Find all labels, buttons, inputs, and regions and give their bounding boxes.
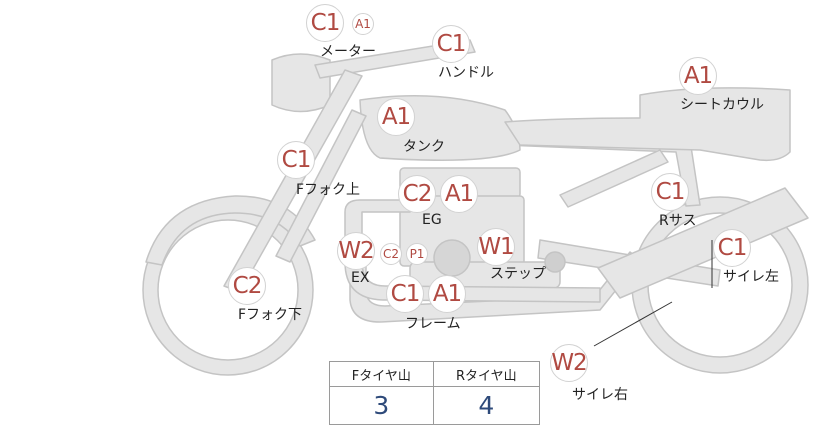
front-fork-rear [275,109,367,263]
seatcowl-a1-badge: A1 [679,57,717,95]
meter-c1-badge: C1 [306,4,344,42]
ex-w2-badge: W2 [337,232,375,270]
step-peg [544,251,566,273]
tank-a1-badge: A1 [377,98,415,136]
rear-tire-header: Rタイヤ山 [432,361,541,387]
frame-c1-badge: C1 [386,275,424,313]
ex-c2-badge: C2 [380,243,402,265]
meter-label: メーター [320,44,376,60]
table-value-row: 3 4 [329,386,541,425]
engine-cover [433,239,471,277]
headlight [271,53,331,113]
exhaust-pipe [344,199,601,303]
front-tire-value: 3 [329,386,434,425]
rear-frame-strut [559,149,669,208]
tire-tread-table: Fタイヤ山 Rタイヤ山 3 4 [329,361,541,425]
handle-label: ハンドル [438,65,494,81]
eg-c2-badge: C2 [398,175,436,213]
ex-label: EX [351,270,370,286]
ex-p1-badge: P1 [406,243,428,265]
leader-muffler-right [593,301,673,347]
rear-tire-value: 4 [432,386,541,425]
table-header-row: Fタイヤ山 Rタイヤ山 [329,361,541,387]
handle-c1-badge: C1 [432,25,470,63]
tank-label: タンク [403,139,445,155]
ffork-upper-label: Fフォク上 [296,182,361,198]
eg-label: EG [422,212,442,228]
muffler-left-c1-badge: C1 [713,229,751,267]
muffler-left-label: サイレ左 [723,269,779,285]
front-tire-header: Fタイヤ山 [329,361,434,387]
step-label: ステップ [490,266,546,282]
seatcowl-label: シートカウル [680,97,764,113]
ffork-upper-c1-badge: C1 [277,141,315,179]
frame-label: フレーム [405,316,461,332]
muffler-right-w2-badge: W2 [550,344,588,382]
rsus-label: Rサス [659,213,697,229]
ffork-lower-c2-badge: C2 [228,267,266,305]
ffork-lower-label: Fフォク下 [238,307,303,323]
muffler [597,187,809,299]
muffler-right-label: サイレ右 [572,387,628,403]
step-w1-badge: W1 [477,228,515,266]
meter-a1-badge: A1 [352,13,374,35]
frame-a1-badge: A1 [428,275,466,313]
rsus-c1-badge: C1 [651,173,689,211]
eg-a1-badge: A1 [440,175,478,213]
